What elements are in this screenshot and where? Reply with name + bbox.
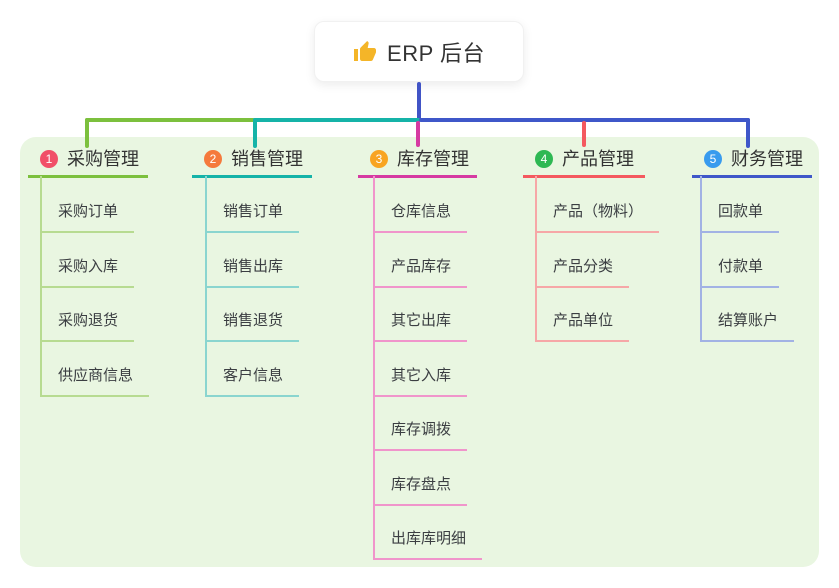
- child-node-销售订单[interactable]: 销售订单: [205, 202, 300, 233]
- branch-node-财务管理[interactable]: 5 财务管理: [692, 148, 812, 178]
- drop-line-branch-2: [253, 118, 257, 148]
- root-node-label: ERP 后台: [387, 40, 485, 66]
- child-node-采购订单[interactable]: 采购订单: [40, 202, 135, 233]
- child-node-label: 库存盘点: [391, 476, 452, 493]
- child-node-采购退货[interactable]: 采购退货: [40, 311, 135, 342]
- child-node-label: 产品（物料）: [553, 203, 644, 220]
- child-node-label: 出库库明细: [391, 530, 467, 547]
- child-node-label: 产品单位: [553, 312, 614, 329]
- child-node-label: 采购入库: [58, 258, 119, 275]
- branch-node-销售管理[interactable]: 2 销售管理: [192, 148, 312, 178]
- branch-label: 库存管理: [397, 149, 469, 169]
- child-node-客户信息[interactable]: 客户信息: [205, 366, 300, 397]
- branch-number-badge: 1: [40, 150, 58, 168]
- branch-number-badge: 4: [535, 150, 553, 168]
- branch-node-产品管理[interactable]: 4 产品管理: [523, 148, 645, 178]
- child-node-label: 销售退货: [223, 312, 284, 329]
- child-node-其它出库[interactable]: 其它出库: [373, 311, 468, 342]
- child-node-产品单位[interactable]: 产品单位: [535, 311, 630, 342]
- child-node-label: 产品分类: [553, 258, 614, 275]
- branch-node-库存管理[interactable]: 3 库存管理: [358, 148, 477, 178]
- hline-branch-5: [419, 118, 750, 122]
- child-node-产品（物料）[interactable]: 产品（物料）: [535, 202, 660, 233]
- child-node-其它入库[interactable]: 其它入库: [373, 366, 468, 397]
- hline-branch-2: [253, 118, 421, 122]
- child-node-仓库信息[interactable]: 仓库信息: [373, 202, 468, 233]
- branch-number-badge: 3: [370, 150, 388, 168]
- branch-label: 采购管理: [67, 149, 139, 169]
- children-connector-line: [700, 176, 702, 341]
- child-node-付款单[interactable]: 付款单: [700, 257, 780, 288]
- child-node-label: 销售订单: [223, 203, 284, 220]
- branch-label: 销售管理: [231, 149, 303, 169]
- child-node-label: 客户信息: [223, 367, 284, 384]
- children-connector-line: [535, 176, 537, 341]
- drop-line-branch-5: [746, 118, 750, 148]
- branch-label: 财务管理: [731, 149, 803, 169]
- child-node-label: 库存调拨: [391, 421, 452, 438]
- branch-label: 产品管理: [562, 149, 634, 169]
- root-node[interactable]: ERP 后台: [314, 21, 524, 82]
- child-node-label: 仓库信息: [391, 203, 452, 220]
- root-stem-line: [417, 82, 421, 120]
- branch-number-badge: 2: [204, 150, 222, 168]
- child-node-供应商信息[interactable]: 供应商信息: [40, 366, 150, 397]
- child-node-出库库明细[interactable]: 出库库明细: [373, 529, 483, 560]
- child-node-库存调拨[interactable]: 库存调拨: [373, 420, 468, 451]
- child-node-label: 结算账户: [718, 312, 779, 329]
- drop-line-branch-1: [85, 118, 89, 148]
- branch-number-badge: 5: [704, 150, 722, 168]
- child-node-结算账户[interactable]: 结算账户: [700, 311, 795, 342]
- child-node-label: 产品库存: [391, 258, 452, 275]
- child-node-label: 回款单: [718, 203, 764, 220]
- child-node-销售退货[interactable]: 销售退货: [205, 311, 300, 342]
- child-node-label: 供应商信息: [58, 367, 134, 384]
- child-node-label: 采购退货: [58, 312, 119, 329]
- child-node-产品库存[interactable]: 产品库存: [373, 257, 468, 288]
- hline-branch-1: [85, 118, 255, 122]
- child-node-产品分类[interactable]: 产品分类: [535, 257, 630, 288]
- child-node-销售出库[interactable]: 销售出库: [205, 257, 300, 288]
- child-node-回款单[interactable]: 回款单: [700, 202, 780, 233]
- branch-node-采购管理[interactable]: 1 采购管理: [28, 148, 148, 178]
- thumbs-up-icon: [353, 40, 377, 64]
- child-node-label: 其它出库: [391, 312, 452, 329]
- child-node-库存盘点[interactable]: 库存盘点: [373, 475, 468, 506]
- drop-line-branch-4: [582, 121, 586, 147]
- children-connector-line: [373, 176, 375, 559]
- child-node-label: 采购订单: [58, 203, 119, 220]
- child-node-label: 销售出库: [223, 258, 284, 275]
- branches-panel: [20, 137, 819, 567]
- child-node-label: 其它入库: [391, 367, 452, 384]
- child-node-label: 付款单: [718, 258, 764, 275]
- drop-line-branch-3: [416, 121, 420, 147]
- child-node-采购入库[interactable]: 采购入库: [40, 257, 135, 288]
